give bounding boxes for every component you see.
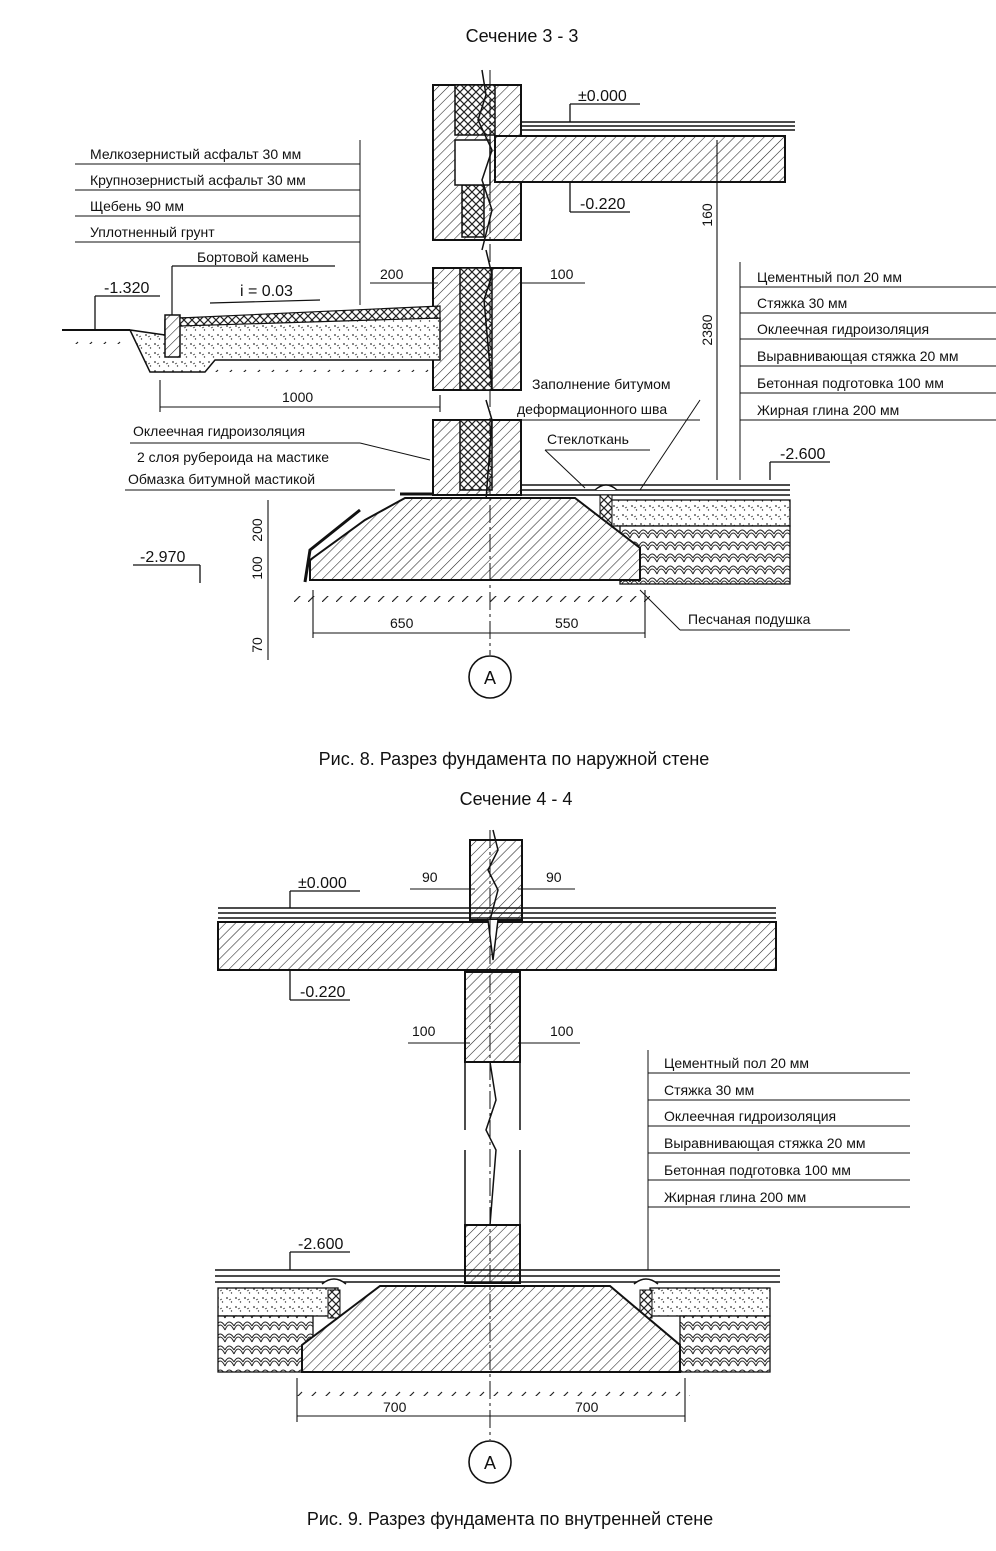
svg-text:90: 90 <box>546 869 562 885</box>
right-layer-callout-4-4: Цементный пол 20 мм Стяжка 30 мм Оклеечн… <box>647 1050 910 1270</box>
upper-wall-4-4 <box>469 829 523 961</box>
slope-label: i = 0.03 <box>209 283 321 304</box>
svg-text:Выравнивающая стяжка 20 мм: Выравнивающая стяжка 20 мм <box>757 348 958 364</box>
svg-text:200: 200 <box>249 518 265 542</box>
joint-fill-label: Заполнение битумом деформационного шва <box>517 376 701 491</box>
dim-footing-width-3-3: 650 550 <box>312 590 646 638</box>
svg-text:±0.000: ±0.000 <box>298 875 347 892</box>
svg-text:деформационного шва: деформационного шва <box>517 401 667 417</box>
svg-text:Жирная глина 200 мм: Жирная глина 200 мм <box>664 1189 806 1205</box>
svg-text:Цементный пол 20 мм: Цементный пол 20 мм <box>664 1055 809 1071</box>
figure-8-caption: Рис. 8. Разрез фундамента по наружной ст… <box>319 749 710 769</box>
svg-text:2 слоя рубероида на мастике: 2 слоя рубероида на мастике <box>137 449 329 465</box>
svg-text:Бортовой камень: Бортовой камень <box>197 249 309 265</box>
level-zero-3-3: ±0.000 <box>569 88 640 122</box>
level-220-3-3: -0.220 <box>569 182 630 213</box>
svg-text:-0.220: -0.220 <box>580 196 625 213</box>
svg-text:2380: 2380 <box>699 314 715 345</box>
svg-text:Стяжка 30 мм: Стяжка 30 мм <box>757 295 847 311</box>
svg-text:200: 200 <box>380 266 404 282</box>
basement-wall-3-3 <box>432 249 522 501</box>
svg-text:А: А <box>484 668 496 688</box>
dim-footing-width-4-4: 700 700 <box>296 1378 686 1422</box>
basement-wall-4-4 <box>464 971 521 1284</box>
svg-text:Щебень 90 мм: Щебень 90 мм <box>90 198 184 214</box>
section-3-3-title: Сечение 3 - 3 <box>466 26 579 46</box>
svg-text:Обмазка битумной мастикой: Обмазка битумной мастикой <box>128 471 315 487</box>
svg-text:А: А <box>484 1453 496 1473</box>
level-2600-3-3: -2.600 <box>769 446 830 480</box>
dim-vertical-right-3-3: 160 2380 <box>699 140 718 480</box>
waterproof-callout: Оклеечная гидроизоляция 2 слоя рубероида… <box>125 423 431 491</box>
footing-3-3 <box>290 492 650 604</box>
footing-4-4 <box>295 1285 690 1396</box>
axis-marker-4-4: А <box>468 830 512 1484</box>
dim-90-4-4: 90 90 <box>410 869 575 890</box>
dim-1000: 1000 <box>159 380 441 412</box>
svg-text:700: 700 <box>383 1399 407 1415</box>
svg-text:Уплотненный грунт: Уплотненный грунт <box>90 224 215 240</box>
level-1320: -1.320 <box>94 280 160 330</box>
curb-label: Бортовой камень <box>171 249 335 315</box>
svg-text:1000: 1000 <box>282 389 313 405</box>
svg-text:Стяжка 30 мм: Стяжка 30 мм <box>664 1082 754 1098</box>
svg-text:90: 90 <box>422 869 438 885</box>
fiberglass-label: Стеклоткань <box>544 431 650 489</box>
svg-text:Оклеечная гидроизоляция: Оклеечная гидроизоляция <box>757 321 929 337</box>
level-220-4-4: -0.220 <box>289 970 350 1001</box>
svg-text:Выравнивающая стяжка 20 мм: Выравнивающая стяжка 20 мм <box>664 1135 865 1151</box>
dim-wall-thickness-3-3: 200 100 <box>370 266 585 284</box>
basement-floor-4-4 <box>215 1269 780 1373</box>
floor-slab-4-4 <box>217 907 777 971</box>
svg-text:±0.000: ±0.000 <box>578 88 627 105</box>
pavement-3-3 <box>62 305 441 373</box>
svg-text:100: 100 <box>550 266 574 282</box>
svg-text:Заполнение битумом: Заполнение битумом <box>532 376 671 392</box>
axis-marker-3-3: А <box>468 70 512 699</box>
svg-text:Стеклоткань: Стеклоткань <box>547 431 629 447</box>
svg-text:550: 550 <box>555 615 579 631</box>
svg-text:Мелкозернистый асфальт 30 мм: Мелкозернистый асфальт 30 мм <box>90 146 301 162</box>
section-4-4-title: Сечение 4 - 4 <box>460 789 573 809</box>
svg-text:-2.600: -2.600 <box>780 446 825 463</box>
svg-text:-1.320: -1.320 <box>104 280 149 297</box>
svg-text:-2.970: -2.970 <box>140 549 185 566</box>
dim-vertical-left-3-3: 200 100 70 <box>249 500 269 660</box>
svg-text:Бетонная подготовка 100 мм: Бетонная подготовка 100 мм <box>664 1162 851 1178</box>
floor-slab-3-3 <box>494 121 795 183</box>
svg-text:650: 650 <box>390 615 414 631</box>
svg-text:160: 160 <box>699 203 715 227</box>
svg-text:100: 100 <box>249 556 265 580</box>
dim-100-4-4: 100 100 <box>408 1023 580 1044</box>
svg-text:Оклеечная гидроизоляция: Оклеечная гидроизоляция <box>133 423 305 439</box>
svg-text:-2.600: -2.600 <box>298 1236 343 1253</box>
sand-label: Песчаная подушка <box>639 589 850 631</box>
svg-text:700: 700 <box>575 1399 599 1415</box>
svg-text:Песчаная подушка: Песчаная подушка <box>688 611 811 627</box>
svg-text:Жирная глина 200 мм: Жирная глина 200 мм <box>757 402 899 418</box>
basement-floor-3-3 <box>521 484 791 585</box>
svg-text:Крупнозернистый асфальт 30 мм: Крупнозернистый асфальт 30 мм <box>90 172 306 188</box>
svg-text:100: 100 <box>550 1023 574 1039</box>
level-2600-4-4: -2.600 <box>289 1236 350 1270</box>
right-layer-callout-3-3: Цементный пол 20 мм Стяжка 30 мм Оклеечн… <box>739 262 996 480</box>
svg-text:Цементный пол 20 мм: Цементный пол 20 мм <box>757 269 902 285</box>
svg-text:Оклеечная гидроизоляция: Оклеечная гидроизоляция <box>664 1108 836 1124</box>
svg-text:Бетонная подготовка 100 мм: Бетонная подготовка 100 мм <box>757 375 944 391</box>
svg-text:100: 100 <box>412 1023 436 1039</box>
svg-text:-0.220: -0.220 <box>300 984 345 1001</box>
figure-9-caption: Рис. 9. Разрез фундамента по внутренней … <box>307 1509 713 1529</box>
svg-text:i = 0.03: i = 0.03 <box>240 283 293 300</box>
svg-text:70: 70 <box>249 637 265 653</box>
level-zero-4-4: ±0.000 <box>289 875 360 908</box>
level-2970: -2.970 <box>133 549 201 583</box>
left-layer-callout: Мелкозернистый асфальт 30 мм Крупнозерни… <box>75 140 361 305</box>
